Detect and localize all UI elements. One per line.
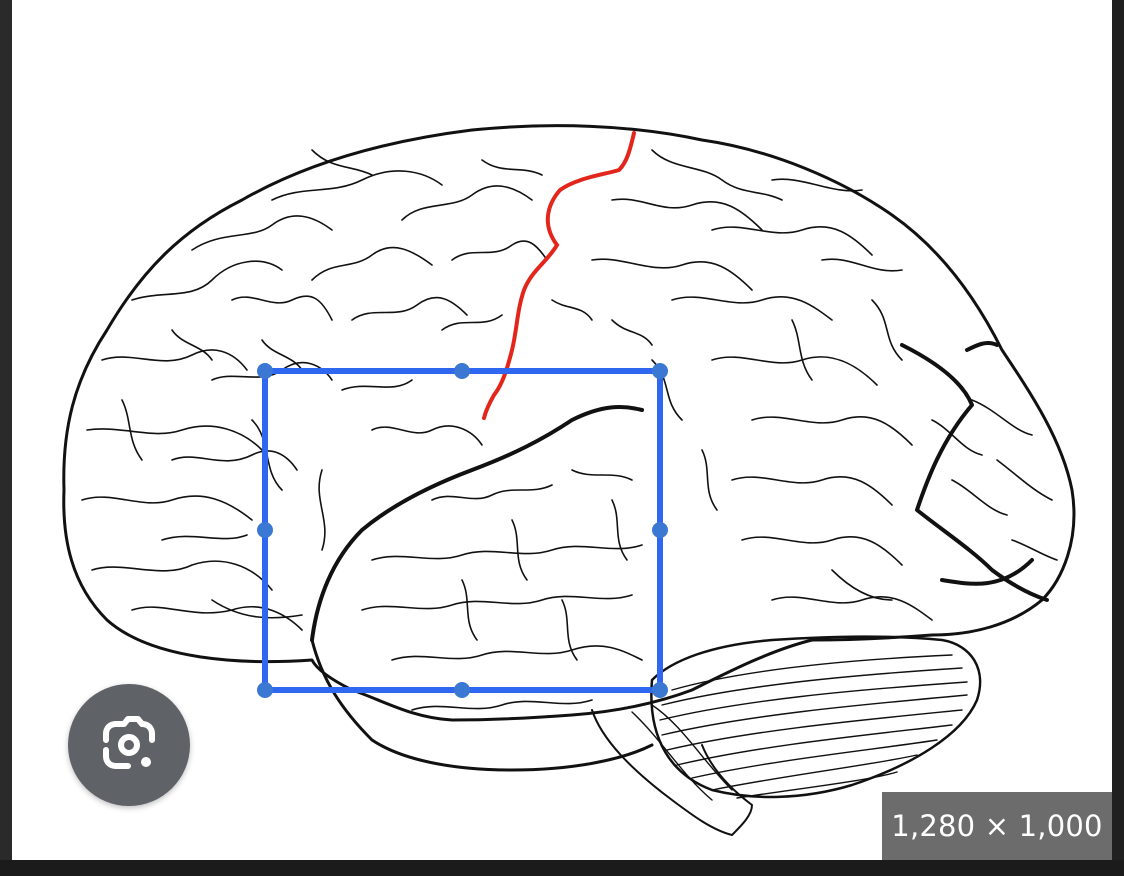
crop-handle-top-right[interactable] [652, 363, 668, 379]
cerebrum-outline [62, 124, 1076, 722]
crop-handle-middle-left[interactable] [257, 522, 273, 538]
brainstem [591, 709, 753, 836]
parieto-occipital-line [900, 343, 1049, 602]
crop-handle-top-left[interactable] [257, 363, 273, 379]
google-lens-button[interactable] [68, 684, 190, 806]
central-sulcus-highlight [482, 131, 636, 420]
brain-image[interactable] [12, 0, 1112, 860]
bottom-edge-strip [0, 860, 1124, 876]
lateral-sulcus [310, 405, 644, 642]
image-dimensions-badge: 1,280 × 1,000 [882, 792, 1112, 860]
brain-illustration [62, 124, 1076, 836]
crop-handle-middle-right[interactable] [652, 522, 668, 538]
temporal-lobe-outline [310, 638, 654, 772]
crop-handle-top-center[interactable] [454, 363, 470, 379]
crop-selection-box[interactable] [262, 368, 663, 693]
crop-handle-bottom-left[interactable] [257, 682, 273, 698]
google-lens-icon [103, 716, 155, 769]
cerebellum-outline [650, 635, 982, 799]
crop-handle-bottom-right[interactable] [652, 682, 668, 698]
crop-handle-bottom-center[interactable] [454, 682, 470, 698]
left-edge-strip [0, 0, 12, 876]
